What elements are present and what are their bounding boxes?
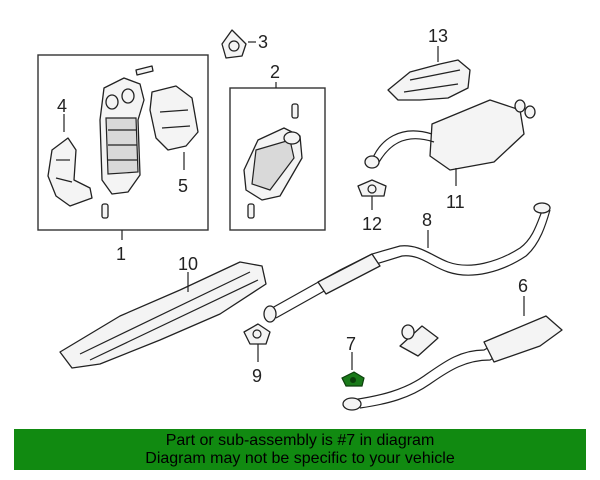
part-12-gasket[interactable] bbox=[357, 179, 387, 197]
callout-4: 4 bbox=[57, 96, 67, 116]
part-8-middle-pipe[interactable] bbox=[263, 202, 551, 323]
banner-line-2: Diagram may not be specific to your vehi… bbox=[145, 449, 455, 467]
callout-13: 13 bbox=[428, 26, 448, 46]
info-banner: Part or sub-assembly is #7 in diagram Di… bbox=[14, 429, 586, 470]
part-1-manifold-converter[interactable] bbox=[99, 65, 154, 219]
part-5-heat-shield[interactable] bbox=[149, 85, 199, 151]
exhaust-parts-diagram: 1 2 3 4 5 6 7 8 9 10 11 12 13 bbox=[37, 26, 563, 411]
banner-line-1: Part or sub-assembly is #7 in diagram bbox=[165, 431, 435, 449]
callout-5: 5 bbox=[178, 176, 188, 196]
callout-11: 11 bbox=[446, 192, 465, 212]
callout-10: 10 bbox=[178, 254, 198, 274]
callout-9: 9 bbox=[252, 366, 262, 386]
part-3-gasket[interactable] bbox=[221, 29, 247, 59]
part-6-front-pipe[interactable] bbox=[342, 315, 563, 411]
part-13-heat-shield[interactable] bbox=[387, 59, 471, 101]
part-2-converter[interactable] bbox=[243, 103, 303, 219]
callout-6: 6 bbox=[518, 276, 528, 296]
part-7-gasket-highlighted[interactable] bbox=[341, 371, 365, 387]
callout-2: 2 bbox=[270, 62, 280, 82]
part-10-heat-shield[interactable] bbox=[59, 261, 267, 369]
callout-8: 8 bbox=[422, 210, 432, 230]
part-4-heat-shield[interactable] bbox=[47, 137, 93, 207]
callout-7: 7 bbox=[346, 334, 356, 354]
callout-3: 3 bbox=[258, 32, 268, 52]
callout-12: 12 bbox=[362, 214, 382, 234]
callout-1: 1 bbox=[116, 244, 126, 264]
part-11-muffler[interactable] bbox=[364, 99, 536, 171]
part-9-gasket[interactable] bbox=[243, 323, 271, 345]
